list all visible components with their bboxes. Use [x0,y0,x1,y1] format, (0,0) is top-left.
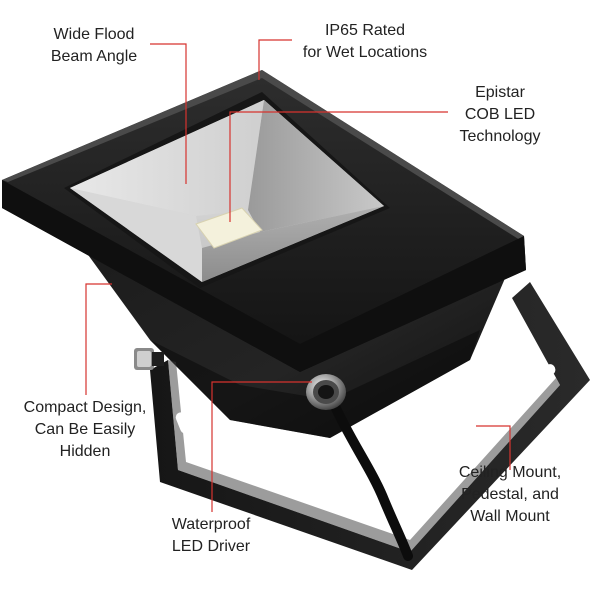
mounting-bracket [150,282,590,570]
callout-line: for Wet Locations [302,44,428,61]
front-frame-side-face [2,180,526,372]
callout-line: Can Be Easily [34,421,136,438]
leader-wide-flood [150,43,187,184]
power-cable [329,399,413,561]
callout-line: Compact Design, [23,399,147,416]
bracket-slot-right [527,364,556,391]
leader-driver [211,381,312,512]
rear-housing-shadow [150,330,480,438]
callout-line: Waterproof [171,516,251,533]
callout-compact: Compact Design, Can Be Easily Hidden [10,397,160,463]
callout-epistar: Epistar COB LED Technology [448,82,552,148]
callout-line: Technology [459,128,541,145]
cable-gland [306,374,346,410]
callout-line: COB LED [464,106,536,123]
callout-driver: Waterproof LED Driver [158,514,264,558]
leader-lines [85,39,511,512]
callout-wide-flood: Wide Flood Beam Angle [34,24,154,68]
callout-line: Pedestal, and [461,486,559,503]
callout-line: Epistar [475,84,525,101]
leader-ip65 [258,39,292,80]
bracket-bolt [134,348,164,370]
leader-epistar [229,111,448,222]
bracket-slot-left [175,412,191,434]
leader-compact [85,283,112,395]
callout-mount: Ceiling Mount, Pedestal, and Wall Mount [448,462,572,528]
reflector [64,92,390,288]
bracket-hole [449,425,459,439]
callout-line: LED Driver [171,538,251,555]
cob-led-chip [195,207,263,249]
callout-line: Wide Flood [53,26,135,43]
callout-line: Hidden [59,443,111,460]
callout-line: Ceiling Mount, [458,464,562,481]
callout-line: Wall Mount [470,508,550,525]
callout-line: Beam Angle [50,48,138,65]
callout-ip65: IP65 Rated for Wet Locations [280,20,450,64]
leader-mount [476,425,511,470]
callout-line: IP65 Rated [324,22,406,39]
